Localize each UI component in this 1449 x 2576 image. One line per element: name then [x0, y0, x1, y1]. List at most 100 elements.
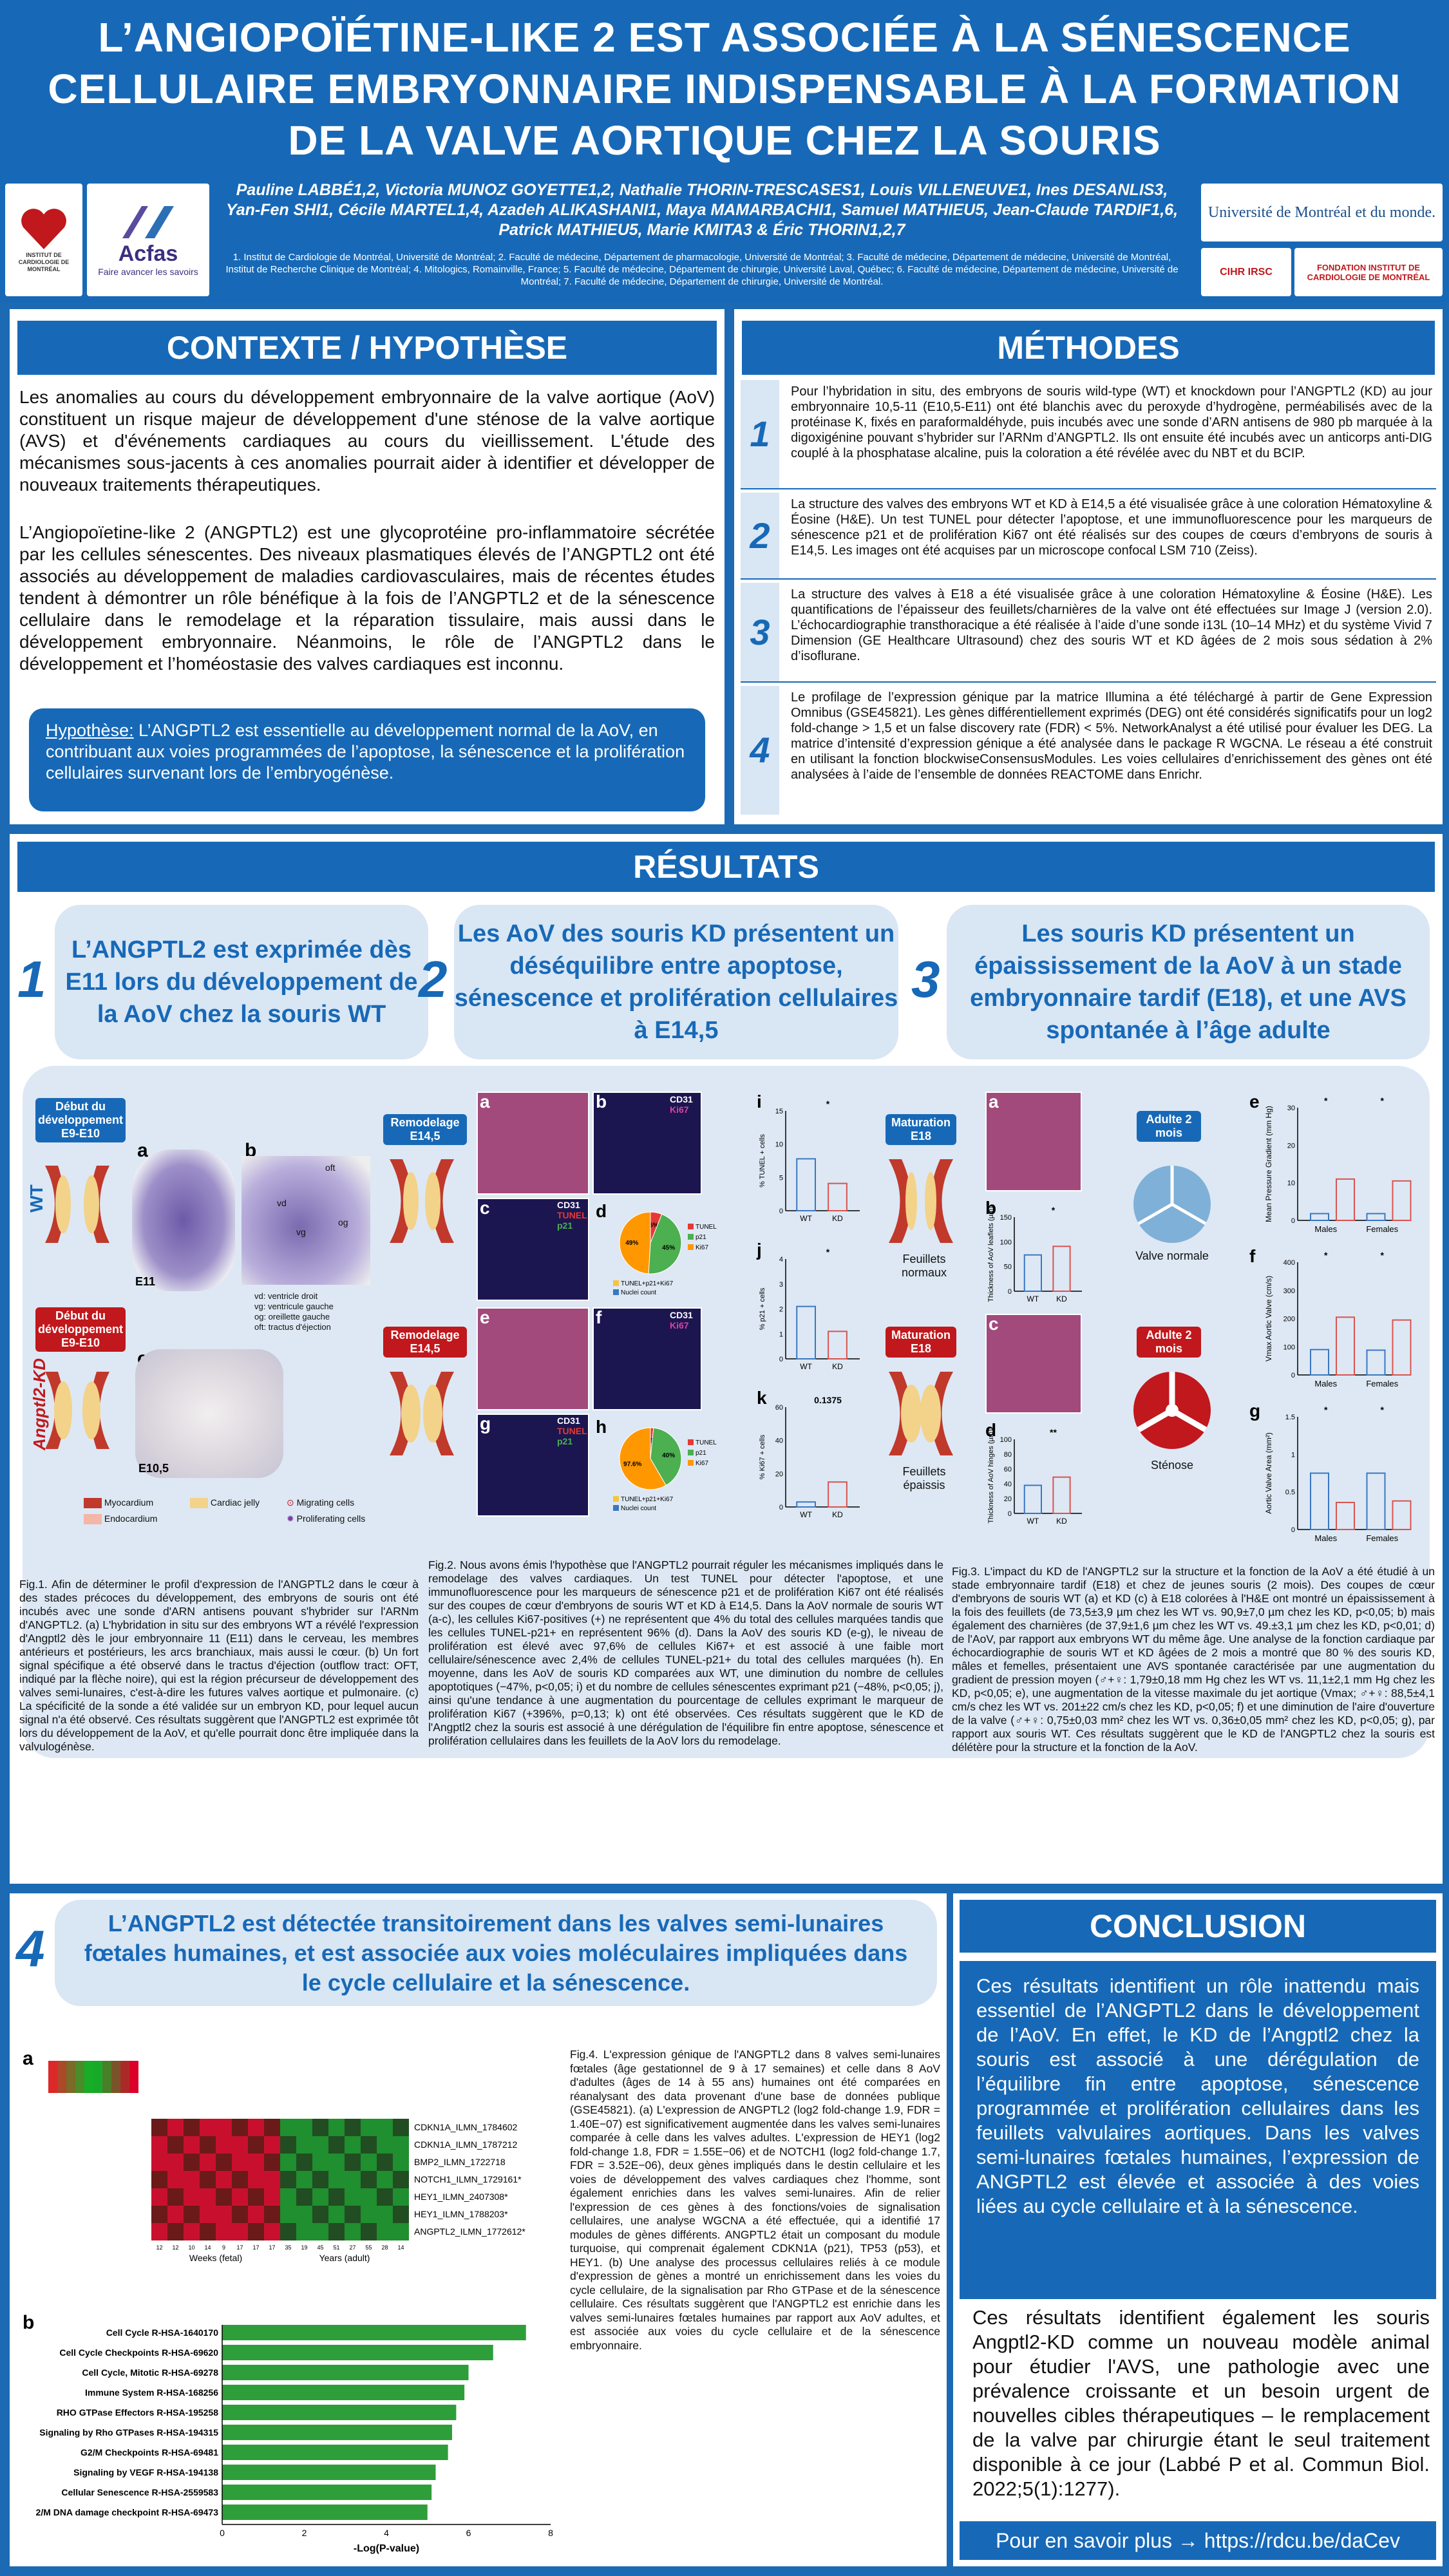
- heatmap-cell: [280, 2188, 296, 2206]
- stain-p21-g: p21: [557, 1436, 573, 1446]
- result4-panel: 4 L’ANGPTL2 est détectée transitoirement…: [10, 1893, 947, 2566]
- bar: [1392, 1180, 1412, 1221]
- x-tick-label: KD: [832, 1362, 843, 1371]
- sample-label: 27: [349, 2244, 355, 2251]
- heatmap-cell: [345, 2206, 361, 2223]
- feuillets-normaux-label: Feuillets normaux: [901, 1253, 947, 1279]
- heatmap: CDKN1A_ILMN_1784602CDKN1A_ILMN_1787212BM…: [48, 2061, 526, 2263]
- valve-schematic-e18-kd: [889, 1372, 953, 1455]
- sample-label: 17: [252, 2244, 259, 2251]
- panel-letter-2b: b: [596, 1092, 607, 1112]
- sample-label: 17: [269, 2244, 275, 2251]
- jelly-swatch: [190, 1498, 208, 1509]
- heatmap-cell: [296, 2206, 312, 2223]
- methode-item-3: 3 La structure des valves à E18 a été vi…: [741, 583, 1436, 683]
- feuillets-epaissis-label: Feuillets épaissis: [902, 1465, 946, 1492]
- heatmap-cell: [167, 2171, 184, 2188]
- heatmap-cell: [232, 2119, 248, 2136]
- hypothesis-box: Hypothèse: L’ANGPTL2 est essentielle au …: [29, 708, 705, 811]
- bar: [828, 1481, 848, 1508]
- heatmap-cell: [200, 2206, 216, 2223]
- sample-label: 55: [365, 2244, 372, 2251]
- legend-label: p21: [696, 1234, 706, 1241]
- heatmap-cell: [361, 2154, 377, 2171]
- heatmap-gene-label: BMP2_ILMN_1722718: [414, 2157, 506, 2167]
- stenose-icon: [1133, 1372, 1211, 1449]
- heatmap-cell: [248, 2188, 264, 2206]
- legend-label: TUNEL: [696, 1224, 717, 1231]
- x-tick-label: Males: [1314, 1379, 1337, 1388]
- y-tick-label: 20: [1287, 1142, 1295, 1150]
- heatmap-cell: [184, 2188, 200, 2206]
- sample-label: 51: [333, 2244, 339, 2251]
- heatmap-cell: [328, 2171, 345, 2188]
- result-title-1: L’ANGPTL2 est exprimée dès E11 lors du d…: [55, 905, 428, 1059]
- heatmap-cell: [151, 2188, 167, 2206]
- panel-letter-4a: a: [23, 2048, 33, 2069]
- y-tick-label: 50: [1004, 1264, 1012, 1271]
- y-tick-label: Cell Cycle Checkpoints R-HSA-69620: [59, 2347, 218, 2358]
- sample-label: 9: [222, 2244, 225, 2251]
- fondation-logo: FONDATION INSTITUT DE CARDIOLOGIE DE MON…: [1294, 248, 1443, 296]
- savoir-plus-link[interactable]: Pour en savoir plus → https://rdcu.be/da…: [960, 2521, 1436, 2560]
- x-tick-label: KD: [832, 1214, 843, 1223]
- valve-normale-label: Valve normale: [1135, 1249, 1209, 1262]
- heatmap-cell: [377, 2119, 393, 2136]
- stain-tunel-c: TUNEL: [557, 1210, 587, 1220]
- conclusion-header: CONCLUSION: [960, 1900, 1436, 1953]
- heatmap-cell: [377, 2206, 393, 2223]
- stain-cd31-c: CD31: [557, 1200, 580, 1210]
- valve-schematic-kd: [45, 1372, 109, 1449]
- legend-swatch: [613, 1496, 619, 1502]
- legend-migrating: ⊙ Migrating cells: [287, 1497, 354, 1508]
- heatmap-cell: [216, 2136, 232, 2154]
- bar: [1366, 1213, 1386, 1221]
- heatmap-cell: [393, 2154, 409, 2171]
- heatmap-cell: [184, 2206, 200, 2223]
- slice-label: 40%: [662, 1452, 675, 1459]
- y-tick-label: 400: [1283, 1259, 1295, 1267]
- legend-proliferating-text: Proliferating cells: [296, 1513, 366, 1524]
- heatmap-cell: [248, 2223, 264, 2240]
- contexte-panel: CONTEXTE / HYPOTHÈSE Les anomalies au co…: [10, 309, 724, 824]
- significance-label: *: [1381, 1250, 1385, 1260]
- heatmap-cell: [345, 2171, 361, 2188]
- heatmap-cell: [312, 2119, 328, 2136]
- methodes-panel: MÉTHODES: [734, 309, 1443, 824]
- methode-text: Pour l’hybridation in situ, des embryons…: [791, 384, 1432, 460]
- bar: [796, 1501, 816, 1508]
- heatmap-cell: [232, 2154, 248, 2171]
- embryo-kd-image: [135, 1349, 283, 1478]
- stain-ki67-b: Ki67: [670, 1104, 689, 1115]
- bar: [796, 1305, 816, 1359]
- sample-label: 17: [236, 2244, 243, 2251]
- sample-label: 28: [381, 2244, 388, 2251]
- abbreviation-legend: vd: ventricle droit vg: ventricule gauch…: [254, 1291, 334, 1332]
- heatmap-cell: [296, 2223, 312, 2240]
- y-axis-label: Vmax Aortic Valve (cm/s): [1264, 1276, 1273, 1361]
- heatmap-cell: [328, 2154, 345, 2171]
- valve-schematic-e18-wt: [889, 1159, 953, 1243]
- sample-label: 10: [188, 2244, 194, 2251]
- sample-label: 14: [397, 2244, 404, 2251]
- sample-label: 14: [204, 2244, 211, 2251]
- fig2-area: Remodelage E14,5 Remodelage E14,5 a b CD…: [380, 1092, 895, 1562]
- fig2-caption: Fig.2. Nous avons émis l'hypothèse que l…: [428, 1558, 943, 1747]
- heatmap-cell: [328, 2223, 345, 2240]
- y-axis-label: Mean Pressure Gradient (mm Hg): [1264, 1106, 1273, 1222]
- y-tick-label: 5: [779, 1174, 783, 1182]
- heatmap-gene-label: NOTCH1_ILMN_1729161*: [414, 2174, 522, 2184]
- he-image-kd: [477, 1307, 589, 1410]
- sample-label: 35: [285, 2244, 291, 2251]
- bar: [1336, 1178, 1355, 1221]
- bar: [222, 2465, 436, 2480]
- heatmap-cell: [280, 2206, 296, 2223]
- y-tick-label: G2/M DNA damage checkpoint R-HSA-69473: [35, 2507, 218, 2517]
- heatmap-cell: [248, 2171, 264, 2188]
- heatmap-cell: [345, 2188, 361, 2206]
- label-vd: vd: [277, 1198, 287, 1208]
- legend-swatch: [688, 1234, 694, 1240]
- valve-normale-icon: [1133, 1166, 1211, 1243]
- if-image-b: [592, 1092, 702, 1195]
- y-tick-label: Signaling by VEGF R-HSA-194138: [73, 2467, 218, 2477]
